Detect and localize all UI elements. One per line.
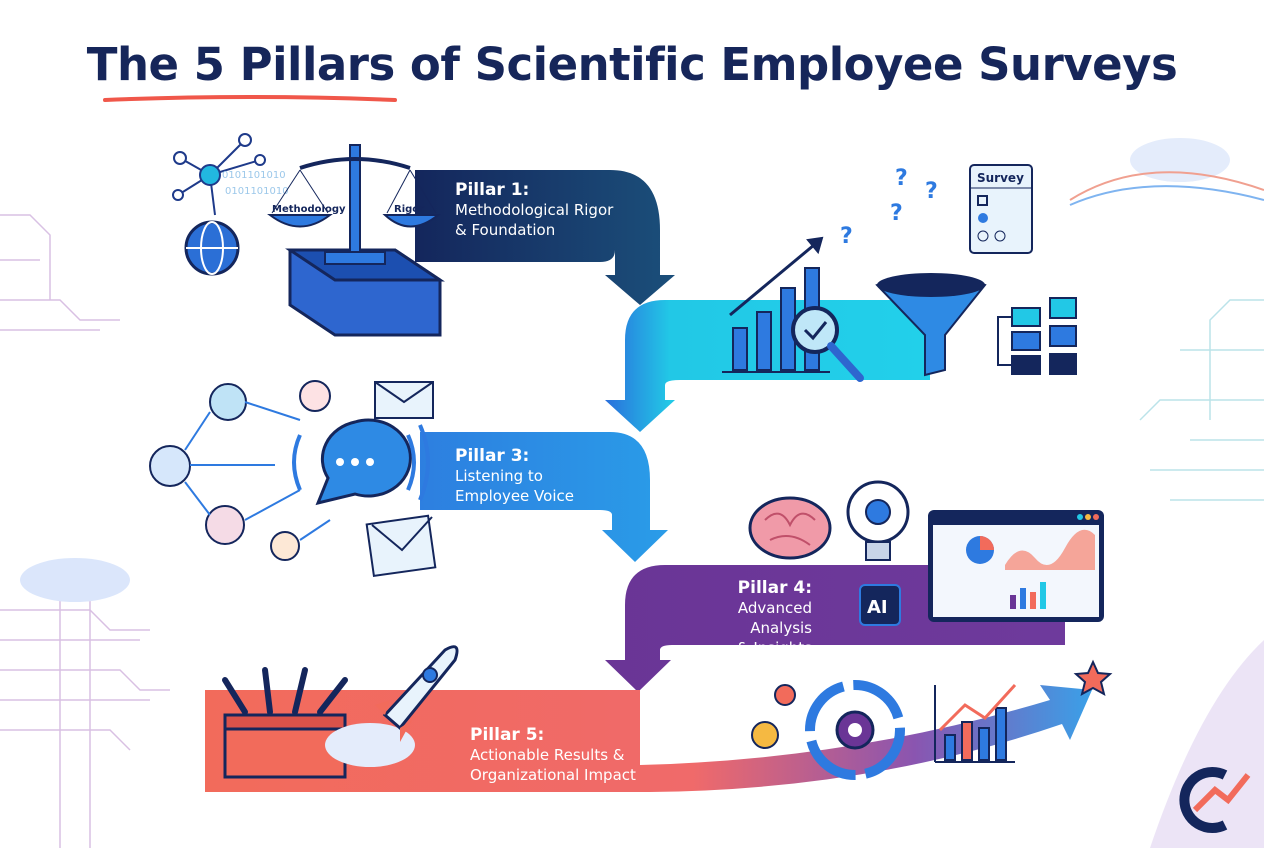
svg-text:?: ? xyxy=(840,224,853,249)
pillar-text: Actionable Results & xyxy=(470,746,625,764)
pillar-heading: Pillar 1: xyxy=(455,180,530,200)
pillar-text: Organizational Impact xyxy=(470,766,636,784)
pillar-3-label: Pillar 3:Listening to Employee Voice xyxy=(455,446,574,506)
hierarchy-icon xyxy=(997,297,1077,375)
lightbulb-gear-icon xyxy=(846,480,910,561)
pillar-4-label: Pillar 4:Advanced Analysis & Insights xyxy=(672,578,812,658)
pillar-text: Employee Voice xyxy=(455,487,574,505)
pillar-heading: Pillar 3: xyxy=(455,446,530,466)
survey-icon: Survey xyxy=(969,164,1033,254)
growth-chart-icon xyxy=(934,683,1017,763)
pillar-1-ribbon xyxy=(415,170,675,305)
cloud-icon xyxy=(20,558,130,602)
page-title: The 5 Pillars of Scientific Employee Sur… xyxy=(86,38,1178,91)
binary-text: 0101101010 xyxy=(222,170,286,181)
people-icon xyxy=(149,380,331,561)
chat-bubble-icon xyxy=(292,418,430,506)
brain-icon xyxy=(748,496,832,560)
pillar-text: & Insights xyxy=(736,639,812,657)
pillar-5-ribbon xyxy=(205,685,1092,792)
pillar-1-label: Pillar 1:Methodological Rigor & Foundatio… xyxy=(455,180,613,240)
star-icon xyxy=(1073,659,1113,696)
dashboard-icon xyxy=(928,510,1104,622)
pillar-text: Methodological Rigor xyxy=(455,201,614,219)
logo-icon xyxy=(1179,767,1251,833)
cycle-icon xyxy=(805,680,905,780)
svg-text:?: ? xyxy=(925,179,938,204)
ai-chip-icon: AI xyxy=(859,584,901,626)
pillar-heading: Pillar 4: xyxy=(737,578,812,598)
pillar-3-ribbon xyxy=(420,432,668,562)
scale-icon: Methodology Rigor xyxy=(267,144,445,337)
funnel-icon xyxy=(875,273,987,377)
pillar-text: Advanced Analysis xyxy=(737,599,812,637)
cloud-icon xyxy=(1130,138,1230,182)
gear-icon xyxy=(751,684,796,749)
smoke-cloud xyxy=(325,723,415,767)
svg-text:?: ? xyxy=(895,166,908,191)
scale-left-label: Methodology xyxy=(272,204,346,215)
magnifier-icon xyxy=(791,306,864,382)
scale-right-label: Rigor xyxy=(394,204,424,215)
circuit-decoration-left xyxy=(0,214,170,848)
globe-icon xyxy=(184,220,240,276)
binary-text: 0101101010 xyxy=(225,186,289,197)
question-marks: ???? xyxy=(840,166,938,249)
pillar-heading: Pillar 5: xyxy=(470,725,545,745)
svg-text:?: ? xyxy=(890,201,903,226)
toolbox-icon xyxy=(222,667,348,779)
title-underline xyxy=(103,95,397,102)
pillar-5-label: Pillar 5:Actionable Results & Organizatio… xyxy=(470,725,636,785)
envelope-icon xyxy=(365,514,437,578)
pillar-text: & Foundation xyxy=(455,221,556,239)
ai-chip-label: AI xyxy=(867,597,888,618)
envelope-icon xyxy=(374,381,434,419)
rocket-icon xyxy=(375,645,459,742)
network-icon xyxy=(172,133,266,216)
survey-card-label: Survey xyxy=(977,171,1024,185)
pillar-text: Listening to xyxy=(455,467,543,485)
circuit-decoration-right xyxy=(1139,299,1264,501)
